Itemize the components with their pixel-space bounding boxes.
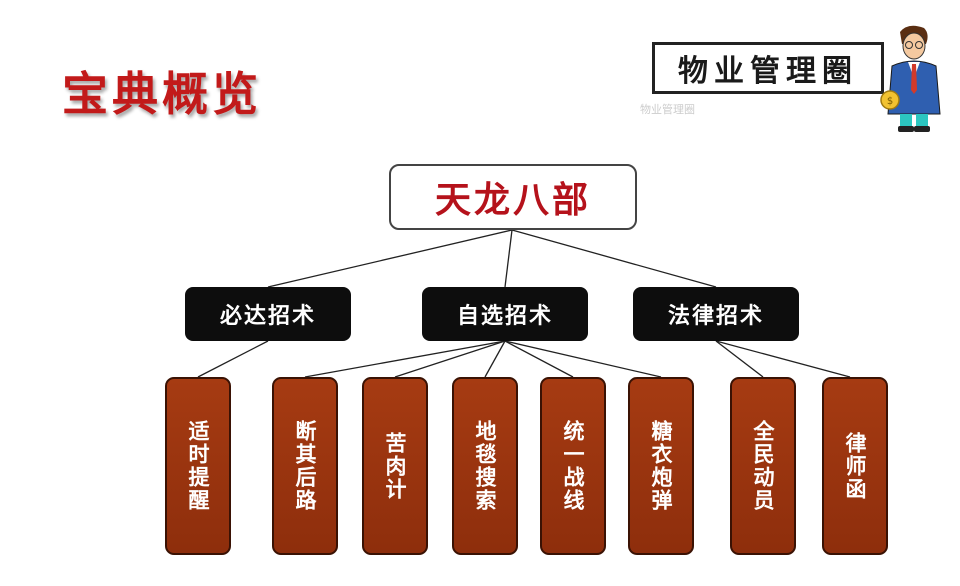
- leaf-node: 糖衣炮弹: [628, 377, 694, 555]
- leaf-node: 全民动员: [730, 377, 796, 555]
- connector-group-2-leaf-5: [504, 340, 662, 378]
- connector-group-2-leaf-2: [394, 340, 506, 378]
- page-title: 宝典概览: [62, 67, 262, 121]
- connector-root-group-2: [504, 229, 513, 288]
- brand-watermark: 物业管理圈: [640, 103, 695, 116]
- leaf-node: 苦肉计: [362, 377, 428, 555]
- group-node-optional: 自选招术: [422, 287, 588, 341]
- connector-group-1-leaf-1: [197, 340, 269, 378]
- leaf-node: 地毯搜索: [452, 377, 518, 555]
- connector-group-3-leaf-2: [715, 340, 851, 378]
- brand-logo: 物业管理圈: [652, 42, 884, 94]
- leaf-node: 适时提醒: [165, 377, 231, 555]
- group-node-mandatory: 必达招术: [185, 287, 351, 341]
- connector-root-group-3: [511, 229, 717, 288]
- leaf-node: 律师函: [822, 377, 888, 555]
- connector-root-group-1: [267, 229, 513, 288]
- businessman-with-coin-icon: $: [880, 25, 941, 132]
- group-node-legal: 法律招术: [633, 287, 799, 341]
- connector-group-3-leaf-1: [715, 340, 764, 378]
- connector-group-2-leaf-4: [504, 340, 574, 378]
- leaf-node: 断其后路: [272, 377, 338, 555]
- connector-group-2-leaf-1: [304, 340, 506, 378]
- root-node: 天龙八部: [389, 164, 637, 230]
- leaf-node: 统一战线: [540, 377, 606, 555]
- connector-group-2-leaf-3: [484, 340, 506, 378]
- svg-text:$: $: [887, 96, 893, 107]
